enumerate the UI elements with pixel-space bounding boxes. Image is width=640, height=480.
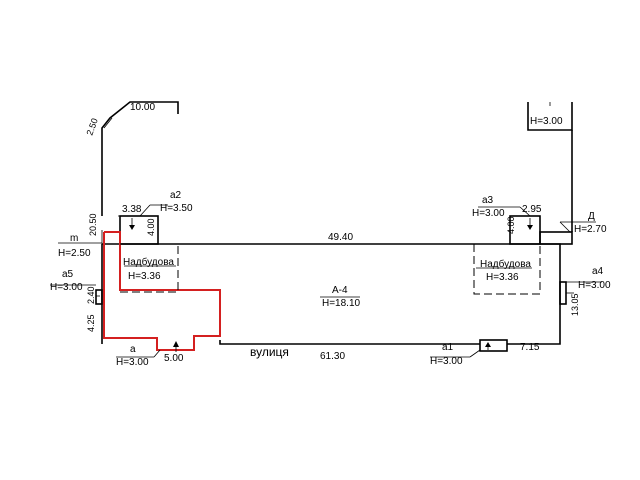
annex-a1-height: H=3.00 bbox=[430, 356, 463, 367]
building-code: А-4 bbox=[332, 285, 348, 296]
annex-a5-height: H=3.00 bbox=[50, 282, 83, 293]
dim-mid-length: 49.40 bbox=[328, 232, 353, 243]
annex-a-code: a bbox=[130, 344, 136, 355]
highlighted-area bbox=[103, 231, 221, 351]
top-right-structure bbox=[527, 102, 573, 131]
main-building-outline bbox=[101, 230, 561, 345]
annex-a1-code: a1 bbox=[442, 342, 454, 353]
annex-a4-code: a4 bbox=[592, 266, 604, 277]
dim-bottom-length: 61.30 bbox=[320, 351, 345, 362]
dim-a3-width: 2.95 bbox=[522, 204, 542, 215]
dim-a5-depth: 2.40 bbox=[86, 286, 96, 304]
top-left-structure bbox=[101, 101, 179, 216]
annex-m-code: m bbox=[70, 233, 78, 244]
superstructure-left-label: Надбудова bbox=[123, 256, 174, 268]
annex-a2-height: H=3.50 bbox=[160, 203, 193, 214]
annex-m-height: H=2.50 bbox=[58, 248, 91, 259]
leader-lines bbox=[50, 204, 602, 358]
dim-a-width: 5.00 bbox=[164, 353, 184, 364]
annex-a3-code: a3 bbox=[482, 195, 494, 206]
superstructure-right-label: Надбудова bbox=[480, 258, 531, 270]
dim-left-height: 20.50 bbox=[88, 213, 98, 236]
annex-a3-height: H=3.00 bbox=[472, 208, 505, 219]
superstructure-right-outline bbox=[473, 244, 541, 295]
annex-a2-code: a2 bbox=[170, 190, 182, 201]
annex-a1-outline bbox=[479, 339, 508, 352]
annex-a5-outline bbox=[95, 289, 103, 305]
annex-a-height: H=3.00 bbox=[116, 357, 149, 368]
annex-a3-outline bbox=[509, 215, 541, 245]
building-height: H=18.10 bbox=[322, 298, 361, 309]
dim-a1-offset: 7.15 bbox=[520, 342, 540, 353]
dim-a3-depth: 4.00 bbox=[506, 216, 516, 234]
dim-left-seg: 4.25 bbox=[86, 314, 96, 332]
dim-top: 10.00 bbox=[130, 102, 155, 113]
superstructure-right-height: H=3.36 bbox=[486, 272, 519, 283]
street-label: вулиця bbox=[250, 345, 289, 359]
dim-right-depth: 13.05 bbox=[570, 293, 580, 316]
annex-a4-outline bbox=[559, 281, 574, 305]
dim-a2-width: 3.38 bbox=[122, 204, 142, 215]
dim-a2-depth: 4.00 bbox=[146, 218, 156, 236]
superstructure-left-outline bbox=[120, 243, 179, 293]
annex-d-code: Д bbox=[588, 211, 595, 222]
annex-a4-height: H=3.00 bbox=[578, 280, 611, 291]
top-right-height: H=3.00 bbox=[530, 116, 563, 127]
annex-a5-code: a5 bbox=[62, 269, 74, 280]
superstructure-left-height: H=3.36 bbox=[128, 271, 161, 282]
dim-top-left-diag: 2.50 bbox=[84, 117, 99, 137]
annex-d-outline bbox=[539, 231, 573, 245]
annex-d-height: H=2.70 bbox=[574, 224, 607, 235]
